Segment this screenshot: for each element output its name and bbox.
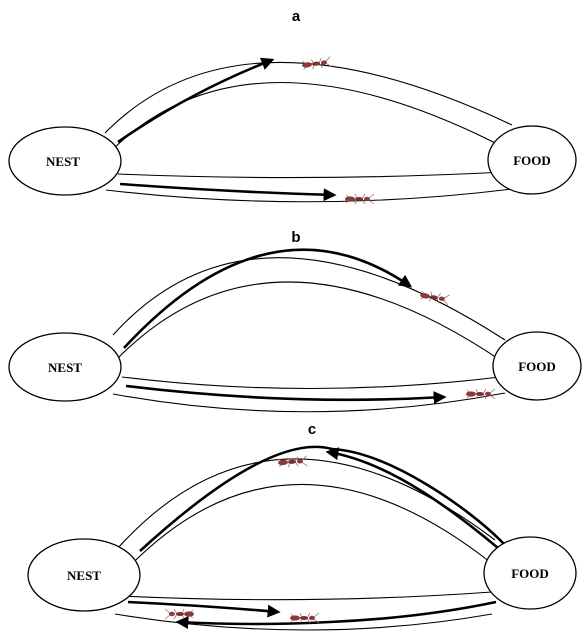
panel-c-ant-long-path (277, 455, 308, 469)
panel-b-ant-long-path (418, 289, 451, 306)
panel-b-long-trail-arrow (123, 248, 413, 349)
panel-b-short-trail-arrow (125, 384, 447, 405)
panel-b-short-path-outer-edge (121, 376, 501, 390)
panel-a-label: a (292, 8, 301, 25)
panel-c-nest-node (27, 538, 141, 612)
panel-c-long-trail-outbound (139, 445, 333, 552)
panel-b-label: b (291, 229, 300, 246)
panel-a-short-path-outer-edge (117, 171, 506, 179)
panel-c-food-label: FOOD (511, 566, 549, 581)
panel-a-food-label: FOOD (513, 153, 551, 168)
panel-c-short-trail-return (175, 600, 497, 630)
panel-a-short-path-inner-edge (105, 188, 513, 203)
panel-c-food-node (483, 536, 577, 610)
panel-c-nest-label: NEST (67, 568, 101, 583)
panel-c-long-path-inner-edge (123, 483, 491, 573)
panel-c: c NEST FOOD (27, 421, 577, 631)
panel-a-ant-long-path (300, 56, 333, 72)
panel-c-long-trail-return-loop (325, 447, 515, 559)
panel-b-short-path-inner-edge (112, 392, 506, 413)
panel-c-ant-short-path-returning (164, 608, 195, 620)
panel-a-short-trail-arrow (119, 182, 337, 202)
panel-b-food-node (492, 331, 582, 401)
panel-b-nest-label: NEST (48, 360, 82, 375)
panel-c-short-path-inner-edge (114, 613, 493, 631)
panel-a-ant-short-path (344, 193, 375, 205)
panel-a-food-node (487, 125, 577, 195)
panel-a-long-path-inner-edge (111, 81, 506, 151)
panel-c-short-trail-outbound (127, 600, 281, 618)
panel-b-long-path-inner-edge (117, 281, 501, 361)
panel-c-short-path-outer-edge (119, 591, 493, 601)
panel-c-label: c (308, 421, 316, 438)
panel-a-nest-node (8, 126, 122, 196)
panel-a-long-trail-arrow (117, 57, 275, 144)
panel-a-nest-label: NEST (46, 154, 80, 169)
panel-b-nest-node (8, 332, 122, 402)
panel-b: b NEST FOOD (8, 229, 582, 413)
panel-b-food-label: FOOD (518, 359, 556, 374)
panel-a: a NEST FOOD (8, 8, 577, 205)
